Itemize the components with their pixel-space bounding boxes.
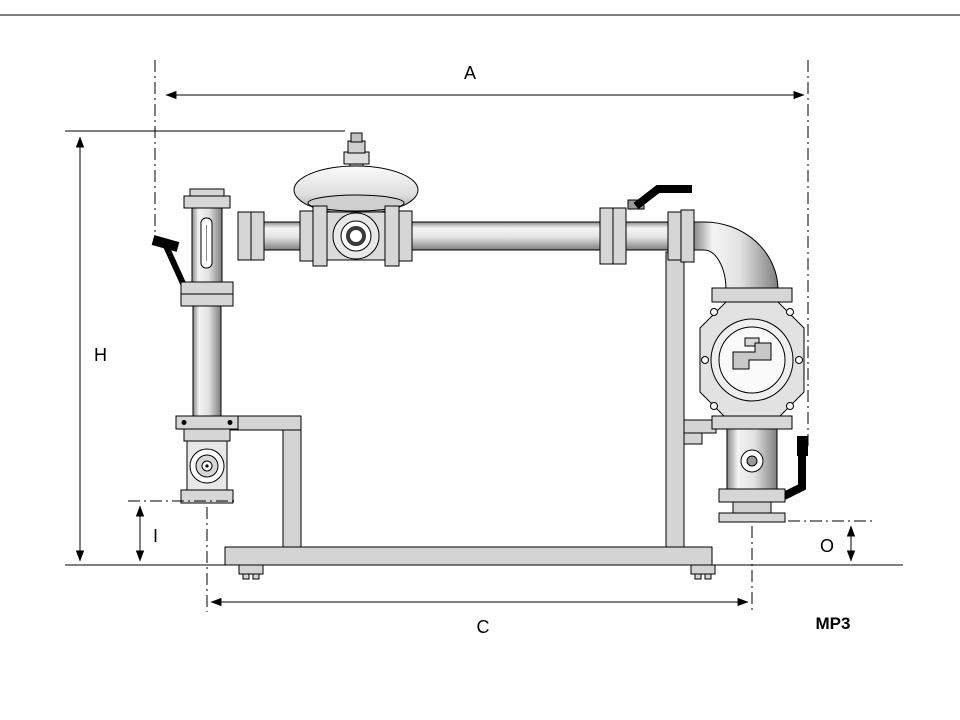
drain-valve-handle (782, 436, 808, 500)
support-leg-right (665, 251, 685, 549)
outlet-column (699, 287, 808, 523)
dim-i-label: I (153, 526, 158, 546)
inlet-top-flange (183, 195, 231, 209)
skid-foot-right (690, 564, 716, 580)
outlet-top-flange (711, 287, 793, 303)
filter-top-flange (183, 428, 231, 442)
outlet-valve-flange-a (599, 207, 614, 265)
regulator-flange-right-outer (398, 210, 413, 262)
elbow-flange-b (680, 209, 695, 263)
outlet-valve-disc (732, 342, 772, 370)
outlet-valve-body (699, 301, 805, 419)
outlet-valve-flange-b (612, 207, 627, 265)
dimension-o: O (788, 520, 874, 562)
support-arm-left (230, 415, 302, 431)
support-leg-left (282, 429, 302, 549)
outlet-port-circle (740, 449, 764, 473)
tee-flange-a (237, 211, 252, 261)
regulator-flange-left-outer (299, 210, 314, 262)
dimension-a: A (154, 60, 809, 447)
inlet-valve-flange-upper (180, 281, 234, 295)
outlet-end-stub (732, 501, 772, 514)
dim-h-label: H (94, 345, 107, 365)
elbow-flange-a (667, 211, 682, 261)
outlet-end-flange-b (718, 512, 786, 523)
inlet-bottom-flange (180, 489, 234, 504)
skid-foot-left (238, 564, 264, 580)
inlet-riser-lower-pipe (192, 305, 222, 419)
outlet-valve-handle (627, 185, 692, 210)
inlet-riser (151, 188, 239, 504)
dimension-c: C (206, 507, 753, 637)
header-pipe-and-regulator (237, 132, 779, 291)
dimension-i: I (128, 500, 237, 562)
regulator-port-circle (332, 212, 380, 260)
support-bracket-right-step (683, 432, 703, 445)
dim-o-label: O (820, 536, 834, 556)
outlet-end-flange-a (718, 488, 786, 503)
elbow (693, 221, 779, 291)
filter-sight-circle (189, 448, 225, 484)
regulator-dome-rim (307, 194, 405, 212)
support-bracket-right (683, 419, 717, 434)
tee-flange-b (250, 211, 265, 261)
regulator-flange-right-inner (384, 205, 400, 267)
model-label: MP3 (816, 614, 851, 633)
outlet-lower-flange (711, 415, 793, 430)
header-pipe-right (411, 221, 601, 251)
dimension-h: H (75, 136, 107, 562)
pressure-regulator (293, 132, 419, 267)
skid-frame (224, 251, 717, 580)
inlet-valve-flange-lower (180, 293, 234, 307)
skid-base-plate (224, 546, 713, 566)
dim-c-label: C (477, 617, 490, 637)
dim-a-label: A (464, 63, 476, 83)
header-pipe-left (263, 221, 301, 251)
header-pipe-stub (625, 221, 669, 251)
mounting-plate (175, 415, 239, 430)
regulator-flange-left-inner (312, 205, 328, 267)
